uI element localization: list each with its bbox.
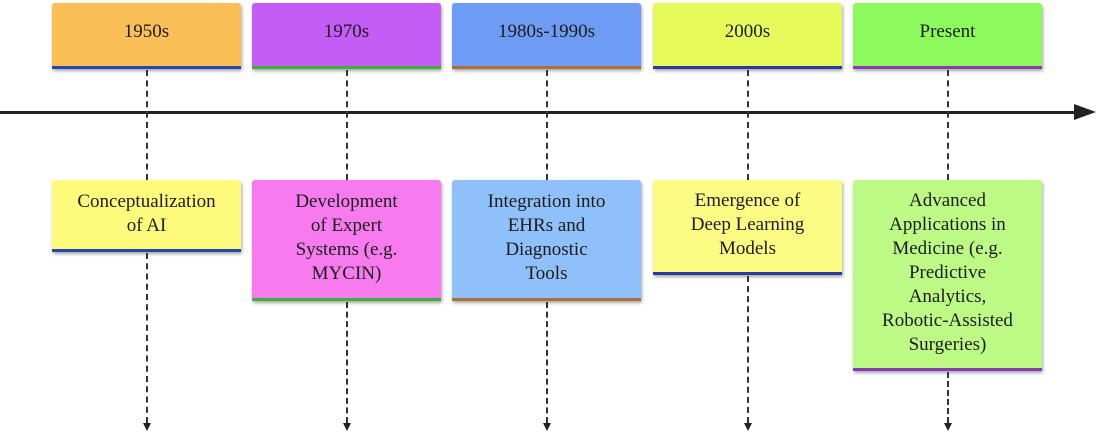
period-box-1970s: 1970s: [252, 3, 441, 69]
dashed-connector: [747, 70, 749, 180]
dashed-connector: [146, 70, 148, 180]
event-text-line: Development: [295, 191, 398, 212]
event-box-advanced-applications: Advanced Applications in Medicine (e.g. …: [853, 180, 1042, 371]
period-label: 1950s: [123, 20, 170, 42]
down-arrow-icon: [143, 423, 151, 431]
period-box-present: Present: [853, 3, 1042, 69]
timeline-axis-line: [0, 111, 1078, 114]
dashed-connector: [947, 70, 949, 180]
event-text: Development of Expert Systems (e.g. MYCI…: [295, 190, 397, 286]
down-arrow-icon: [744, 423, 752, 431]
event-box-ehr-integration: Integration into EHRs and Diagnostic Too…: [452, 180, 641, 301]
dashed-connector: [546, 70, 548, 180]
event-text-line: of AI: [126, 214, 167, 236]
dashed-connector: [546, 302, 548, 423]
down-arrow-icon: [543, 423, 551, 431]
period-label: 1980s-1990s: [497, 20, 596, 42]
dashed-connector: [947, 372, 949, 423]
event-text-line: Models: [718, 238, 776, 259]
event-text-line: Conceptualization: [77, 190, 216, 212]
period-box-2000s: 2000s: [653, 3, 842, 69]
event-box-deep-learning: Emergence of Deep Learning Models: [653, 180, 842, 275]
event-text-line: of Expert: [310, 215, 383, 236]
event-text-line: Robotic-Assisted: [882, 310, 1013, 331]
period-label: 2000s: [724, 20, 771, 42]
event-text-line: Applications in: [889, 214, 1006, 235]
event-text-line: Advanced: [908, 190, 986, 211]
period-label: 1970s: [323, 20, 370, 42]
event-text-line: Emergence of: [694, 190, 801, 211]
dashed-connector: [146, 253, 148, 423]
event-text: Emergence of Deep Learning Models: [691, 189, 804, 261]
period-box-1980s-1990s: 1980s-1990s: [452, 3, 641, 69]
period-label: Present: [919, 20, 976, 42]
dashed-connector: [346, 302, 348, 423]
event-text-line: Tools: [525, 263, 568, 284]
event-text-line: Predictive: [908, 262, 986, 283]
event-text-line: MYCIN): [311, 263, 382, 284]
period-box-1950s: 1950s: [52, 3, 241, 69]
event-text-line: Integration into: [487, 191, 606, 212]
event-text-line: Medicine (e.g.: [892, 238, 1003, 259]
event-text-line: Deep Learning: [690, 214, 805, 235]
event-text: Integration into EHRs and Diagnostic Too…: [488, 190, 606, 286]
event-text-line: Surgeries): [908, 334, 987, 355]
event-box-expert-systems: Development of Expert Systems (e.g. MYCI…: [252, 180, 441, 301]
down-arrow-icon: [944, 423, 952, 431]
dashed-connector: [747, 276, 749, 423]
event-text-line: EHRs and: [507, 215, 586, 236]
event-text: Advanced Applications in Medicine (e.g. …: [882, 189, 1013, 357]
timeline-axis-arrowhead: [1074, 104, 1096, 120]
event-text-line: Analytics,: [908, 286, 987, 307]
dashed-connector: [346, 70, 348, 180]
event-text: Conceptualization of AI: [77, 190, 215, 238]
event-box-conceptualization: Conceptualization of AI: [52, 180, 241, 252]
event-text-line: Systems (e.g.: [295, 239, 398, 260]
event-text-line: Diagnostic: [505, 239, 588, 260]
down-arrow-icon: [343, 423, 351, 431]
